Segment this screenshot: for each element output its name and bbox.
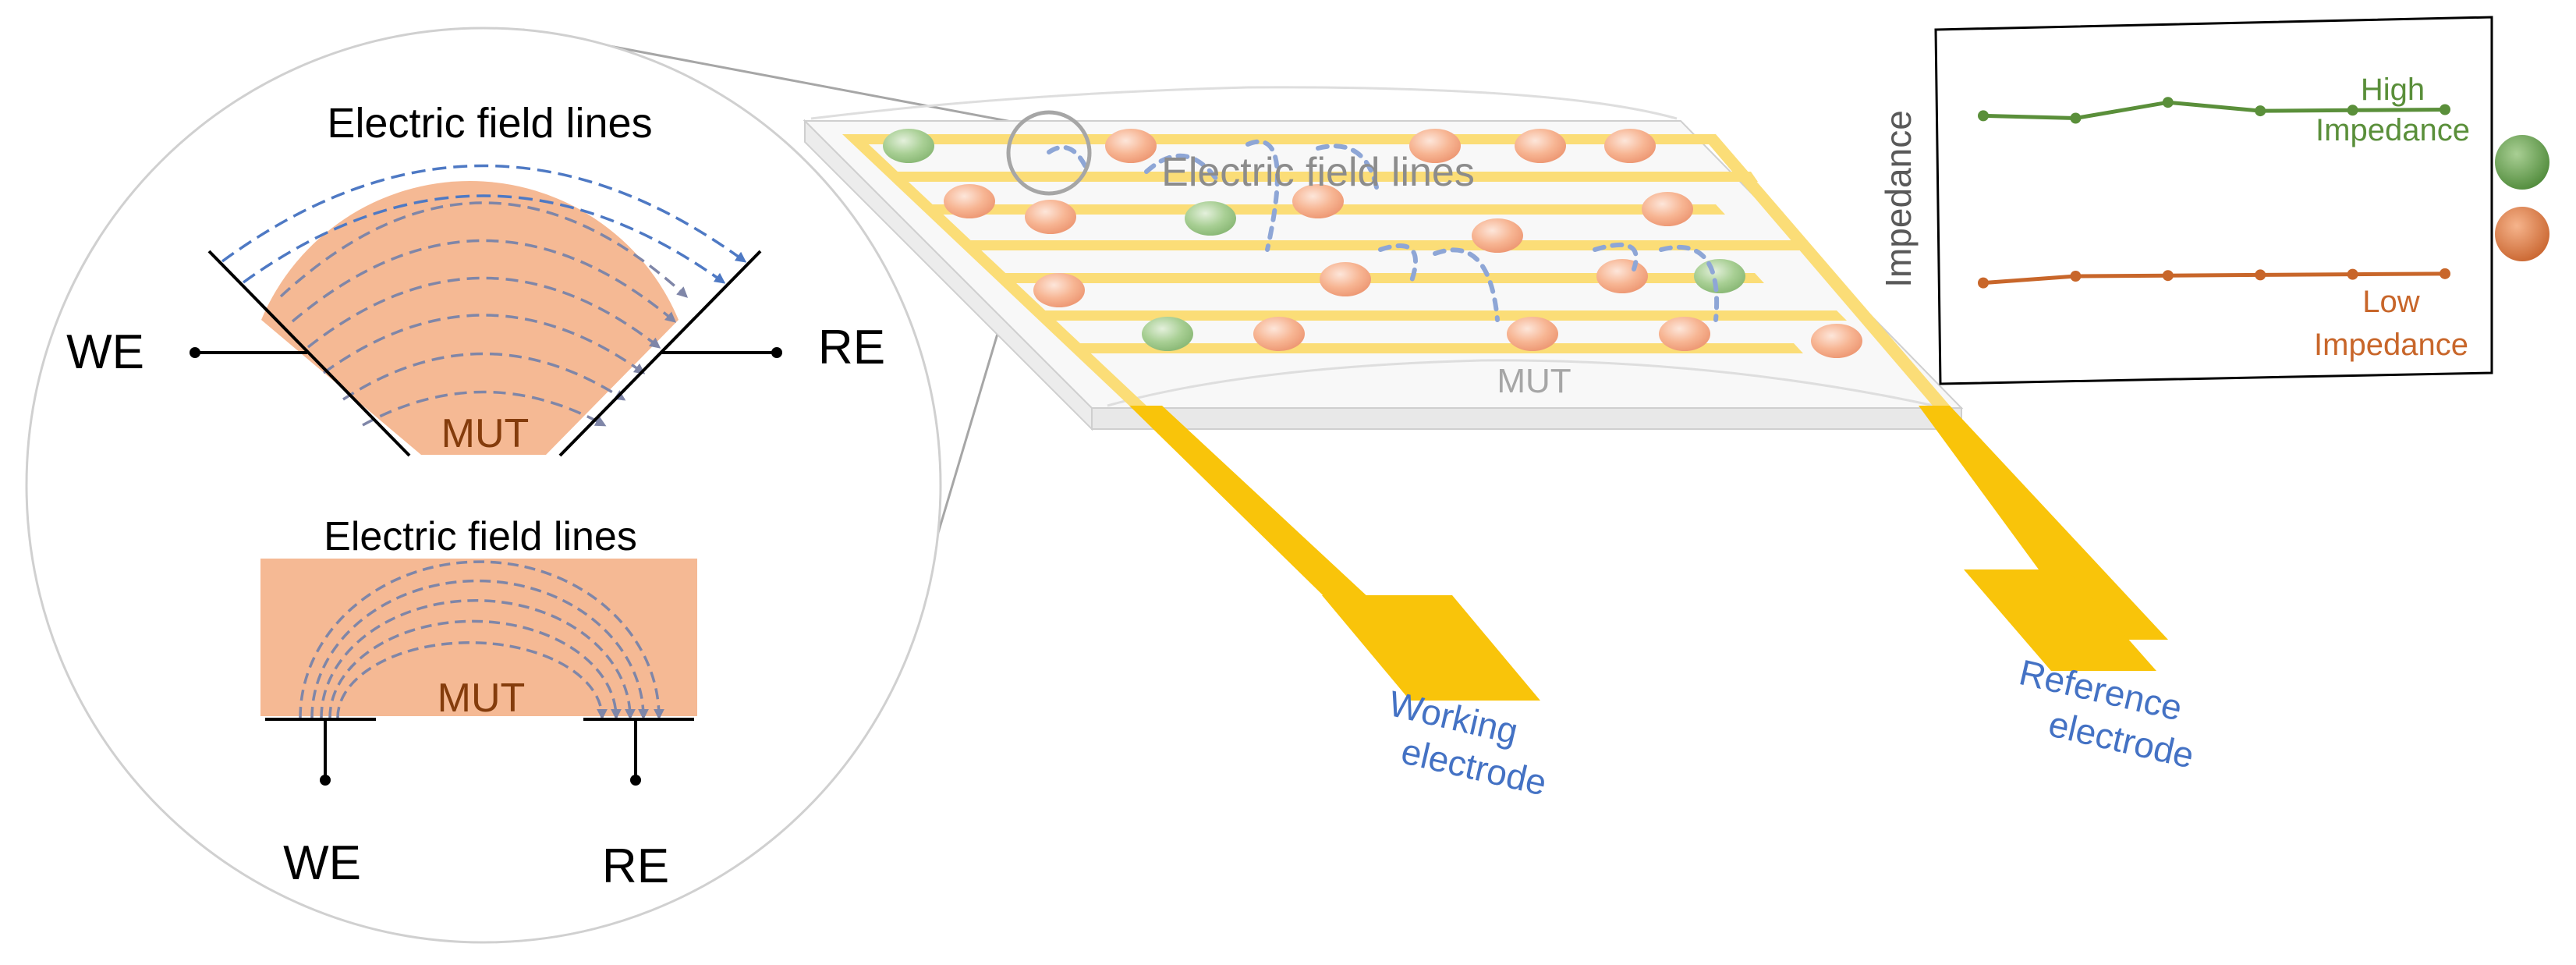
finger [1072, 343, 1803, 353]
series-point-low [2440, 268, 2450, 279]
low-impedance-particle [1515, 129, 1566, 163]
finger [850, 134, 1719, 144]
curved-mut-label: MUT [441, 411, 530, 456]
high-impedance-particle [1142, 317, 1193, 351]
curved-re-terminal [771, 347, 782, 358]
curved-outer-field-lines [221, 164, 747, 284]
substrate-side-front [1091, 407, 1962, 430]
low-series-label-line1: Low [2362, 285, 2419, 319]
series-point-high [2347, 105, 2358, 116]
sensor-field-label: Electric field lines [1161, 150, 1475, 195]
legend-high-impedance-sphere [2495, 135, 2549, 190]
low-impedance-particle [1025, 200, 1076, 234]
curved-we-label: WE [66, 325, 144, 379]
series-point-low [2347, 268, 2358, 280]
planar-re-label: RE [602, 839, 669, 893]
sensor-particles [883, 129, 1862, 358]
low-impedance-particle [1409, 129, 1461, 163]
low-impedance-particle [1320, 262, 1371, 296]
high-impedance-particle [883, 129, 934, 163]
legend-low-impedance-sphere [2495, 207, 2549, 261]
high-series-label-line2: Impedance [2316, 113, 2470, 147]
series-point-high [2070, 112, 2082, 124]
curved-view: Electric field lines MUT WE RE [66, 100, 885, 457]
high-series-label-line1: High [2361, 73, 2425, 107]
planar-mut-label: MUT [438, 676, 526, 721]
substrate-front-highlight [1107, 359, 1935, 407]
low-impedance-particle [1033, 273, 1085, 307]
curved-we-terminal [190, 347, 200, 358]
impedance-chart: Impedance High Impedance Low Impedance [1878, 16, 2493, 385]
curved-title: Electric field lines [327, 100, 652, 147]
zoom-circle [25, 27, 942, 944]
chart-series-layer [1978, 97, 2450, 289]
low-impedance-particle [1507, 317, 1558, 351]
high-impedance-particle [1694, 259, 1745, 293]
low-impedance-particle [1253, 317, 1305, 351]
planar-title: Electric field lines [324, 514, 637, 559]
planar-field-lines [299, 560, 664, 720]
low-impedance-particle [1604, 129, 1656, 163]
finger [998, 273, 1764, 283]
zoom-source-circle [1006, 110, 1092, 196]
series-point-low [2162, 270, 2174, 282]
series-line-high [1982, 100, 2446, 121]
low-series-label-line2: Impedance [2314, 328, 2468, 362]
right-bus [1700, 134, 1950, 406]
low-impedance-particle [1472, 218, 1523, 253]
substrate-top-highlight [810, 86, 1678, 120]
curved-re-label: RE [818, 321, 885, 374]
series-point-high [2162, 97, 2174, 108]
series-line-low [1982, 271, 2446, 286]
low-impedance-particle [1811, 324, 1862, 358]
curved-field-lines [279, 201, 689, 427]
finger [893, 172, 1758, 182]
series-point-low [2255, 269, 2266, 281]
left-bus [842, 134, 1146, 406]
planar-re-terminal [630, 775, 641, 786]
series-point-high [2440, 104, 2450, 115]
planar-view: Electric field lines MUT WE RE [260, 514, 697, 893]
curved-left-electrode [207, 250, 411, 457]
chart-ylabel: Impedance [1878, 110, 1919, 288]
low-impedance-particle [1642, 192, 1693, 226]
reference-pad [1964, 569, 2156, 671]
reference-lead [1919, 406, 2168, 640]
low-impedance-particle [1659, 317, 1710, 351]
planar-we-label: WE [283, 836, 361, 890]
series-point-low [1978, 277, 1989, 289]
series-point-low [2070, 271, 2082, 282]
sensor-field-lines [1047, 139, 1720, 322]
low-impedance-particle [1105, 129, 1157, 163]
curved-right-electrode [558, 250, 762, 457]
low-impedance-particle [1596, 259, 1648, 293]
substrate-mut-label: MUT [1497, 362, 1571, 400]
finger [963, 240, 1803, 250]
reference-electrode-label: Reference electrode [2015, 651, 2198, 775]
finger [1036, 310, 1847, 321]
working-pad [1322, 595, 1540, 701]
electrode-leads [1129, 406, 2168, 701]
low-impedance-particle [1292, 184, 1344, 218]
high-impedance-particle [1185, 201, 1236, 236]
series-point-high [2255, 105, 2266, 117]
low-impedance-particle [944, 184, 995, 218]
interdigitated-electrodes [842, 134, 1950, 406]
series-point-high [1978, 110, 1989, 122]
planar-we-terminal [320, 775, 331, 786]
working-electrode-label: Working electrode [1385, 683, 1550, 803]
